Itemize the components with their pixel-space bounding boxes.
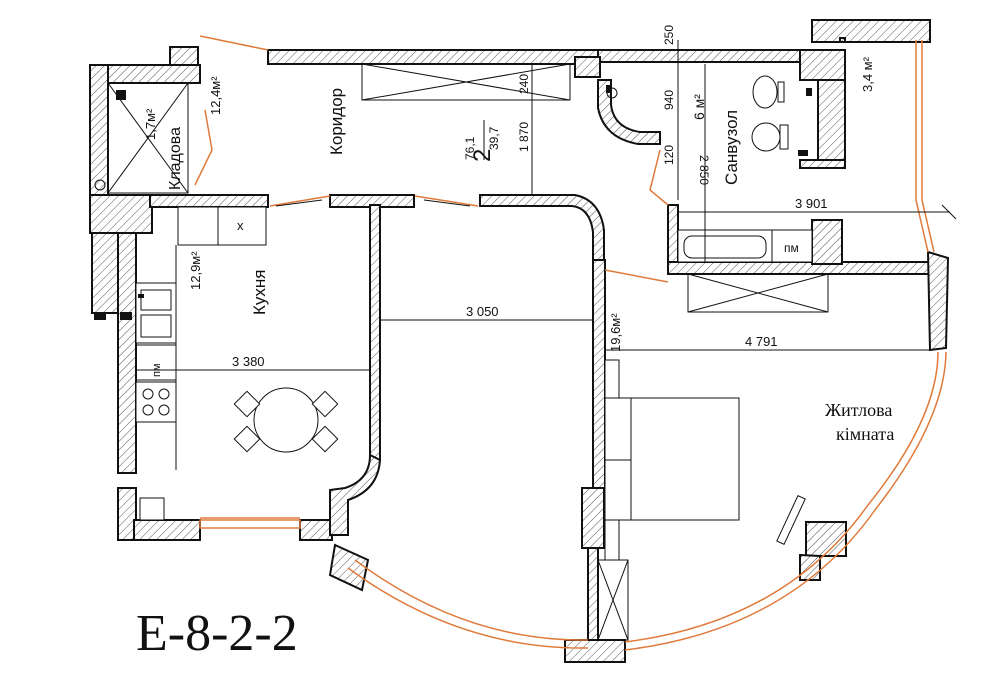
dim-3380: 3 380 [232, 354, 265, 369]
dim-240: 240 [517, 74, 531, 94]
storage-name: Кладова [167, 127, 184, 190]
living-name-line1: Житлова [825, 400, 892, 420]
living-name-line2: кімната [836, 424, 894, 444]
doors [194, 109, 669, 207]
fridge-mark: x [237, 218, 244, 233]
dim-250: 250 [662, 25, 676, 45]
total-area: 76,1 [463, 136, 477, 160]
dim-3050: 3 050 [466, 304, 499, 319]
corridor-name: Коридор [327, 88, 346, 155]
bathroom-area: 6 м² [691, 94, 707, 120]
dim-120: 120 [662, 145, 676, 165]
dim-3901: 3 901 [795, 196, 828, 211]
kitchen-area: 12,9м² [188, 251, 203, 290]
hall-area: 12,4м² [208, 76, 223, 115]
plan-code: E-8-2-2 [136, 605, 298, 662]
fixture-labels: x пм пм [151, 218, 799, 377]
storage-closet [94, 82, 189, 194]
living-area: 19,6м² [608, 313, 623, 352]
kitchen-name: Кухня [250, 270, 269, 316]
wc-area: 3,4 м² [860, 56, 875, 92]
storage-area: 1,7м² [143, 108, 158, 140]
kitchen-fixtures [94, 206, 267, 521]
bathroom-name: Санвузол [722, 110, 741, 185]
dim-4791: 4 791 [745, 334, 778, 349]
dining-table [233, 387, 339, 453]
living-total-area: 39,7 [487, 126, 501, 150]
dimension-lines [136, 40, 957, 371]
kitchen-pm-label: пм [151, 363, 163, 377]
totals: 2 76,1 39,7 [463, 120, 501, 162]
dim-940: 940 [662, 90, 676, 110]
corridor-fixtures [361, 63, 571, 101]
bedroom-fixtures [597, 273, 829, 641]
dim-2850: 2 850 [697, 155, 711, 185]
dimension-labels: 250 240 940 1 870 120 2 850 3 901 3 050 … [232, 25, 828, 369]
dim-1870: 1 870 [517, 122, 531, 152]
rooms-count: 2 [469, 149, 496, 162]
windows [199, 35, 947, 651]
walls [89, 19, 950, 663]
bathroom-pm-label: пм [784, 241, 799, 255]
room-labels: Кладова 1,7м² 12,4м² Коридор 12,9м² Кухн… [143, 56, 894, 444]
